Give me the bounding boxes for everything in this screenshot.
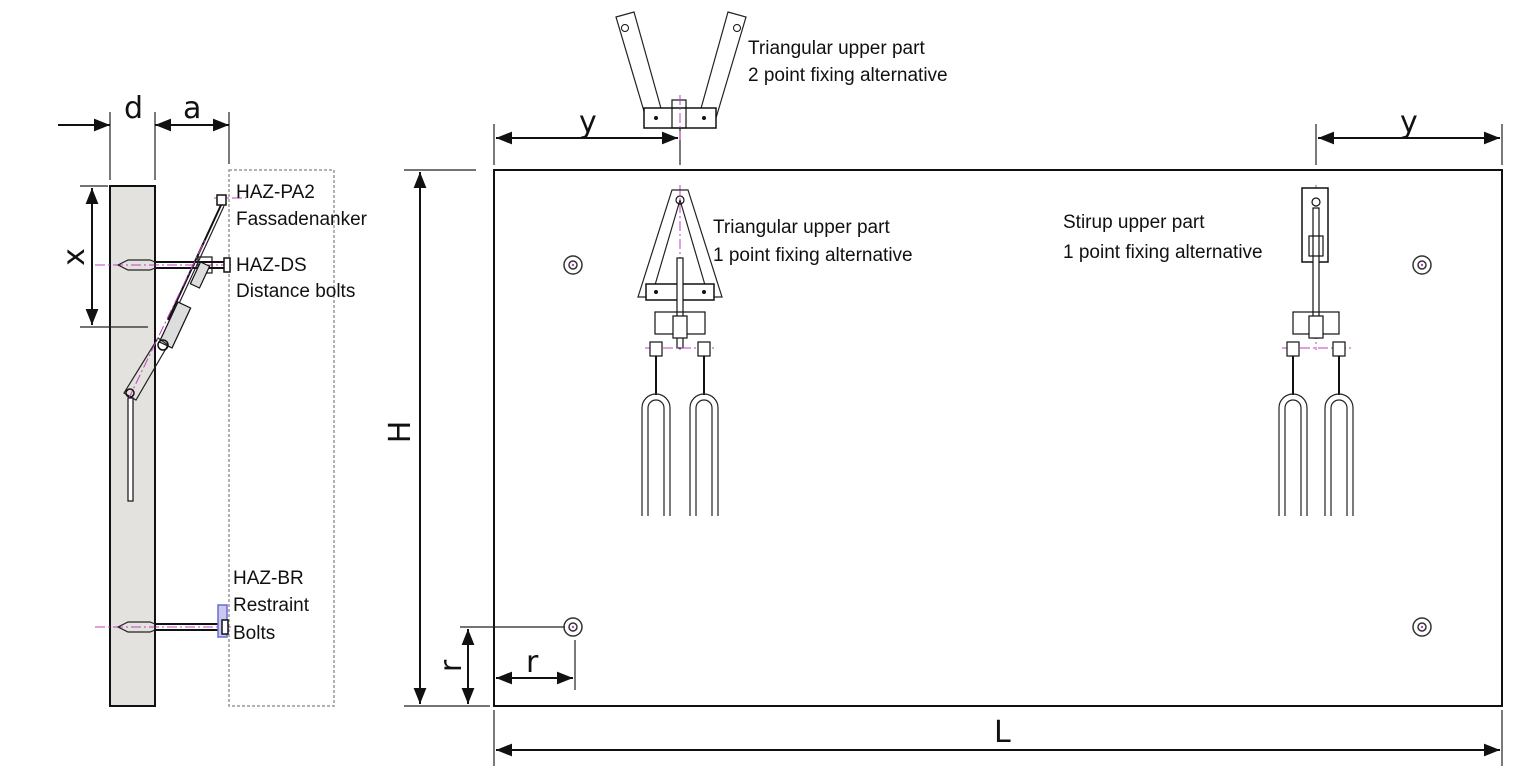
- label-distance-bolts: Distance bolts: [236, 281, 355, 302]
- dimension-x: x: [57, 185, 148, 328]
- dim-H-label: H: [383, 421, 418, 444]
- label-haz-pa2: HAZ-PA2: [236, 182, 315, 203]
- dimension-y-left: y: [493, 105, 681, 165]
- facade-panel-outline: [228, 169, 335, 707]
- dimension-H: H: [383, 169, 490, 707]
- anchor-point-bottom-right: [1412, 617, 1432, 637]
- dimension-y-right: y: [1315, 105, 1503, 165]
- label-stirup-2: 1 point fixing alternative: [1063, 242, 1263, 263]
- dim-y-left-label: y: [579, 105, 597, 140]
- dimension-d-a: d a: [58, 91, 230, 180]
- label-haz-br: HAZ-BR: [233, 568, 304, 589]
- label-haz-ds: HAZ-DS: [236, 255, 307, 276]
- dimension-r: r r: [434, 626, 576, 704]
- dimension-L: L: [493, 710, 1503, 766]
- dim-L-label: L: [994, 715, 1011, 750]
- dim-y-right-label: y: [1400, 105, 1418, 140]
- label-restraint: Restraint: [233, 595, 310, 616]
- triangular-upper-part-1-point: [637, 185, 723, 516]
- label-fassadenanker: Fassadenanker: [236, 209, 368, 230]
- label-triangular-2: 1 point fixing alternative: [713, 245, 913, 266]
- panel-outline: [493, 169, 1503, 707]
- dim-x-label: x: [57, 248, 92, 266]
- dim-d-label: d: [124, 91, 143, 126]
- dim-a-label: a: [183, 91, 201, 126]
- dim-r-horizontal-label: r: [526, 645, 539, 680]
- anchor-point-bottom-left: [563, 617, 583, 637]
- label-triangular-1: Triangular upper part: [713, 217, 890, 238]
- triangular-upper-part-2-point: [615, 11, 747, 140]
- facade-anchor-rod: [123, 194, 246, 502]
- restraint-bolt: [95, 604, 232, 638]
- side-view: d a x: [57, 91, 368, 707]
- label-top-triangular-2: 2 point fixing alternative: [748, 65, 948, 86]
- stirup-upper-part-1-point: [1278, 185, 1354, 516]
- front-view: H L y y r r: [383, 11, 1503, 766]
- label-bolts: Bolts: [233, 623, 275, 644]
- label-top-triangular-1: Triangular upper part: [748, 38, 925, 59]
- anchor-point-top-right: [1412, 255, 1432, 275]
- dim-r-vertical-label: r: [434, 659, 469, 672]
- anchor-point-top-left: [563, 255, 583, 275]
- label-stirup-1: Stirup upper part: [1063, 212, 1205, 233]
